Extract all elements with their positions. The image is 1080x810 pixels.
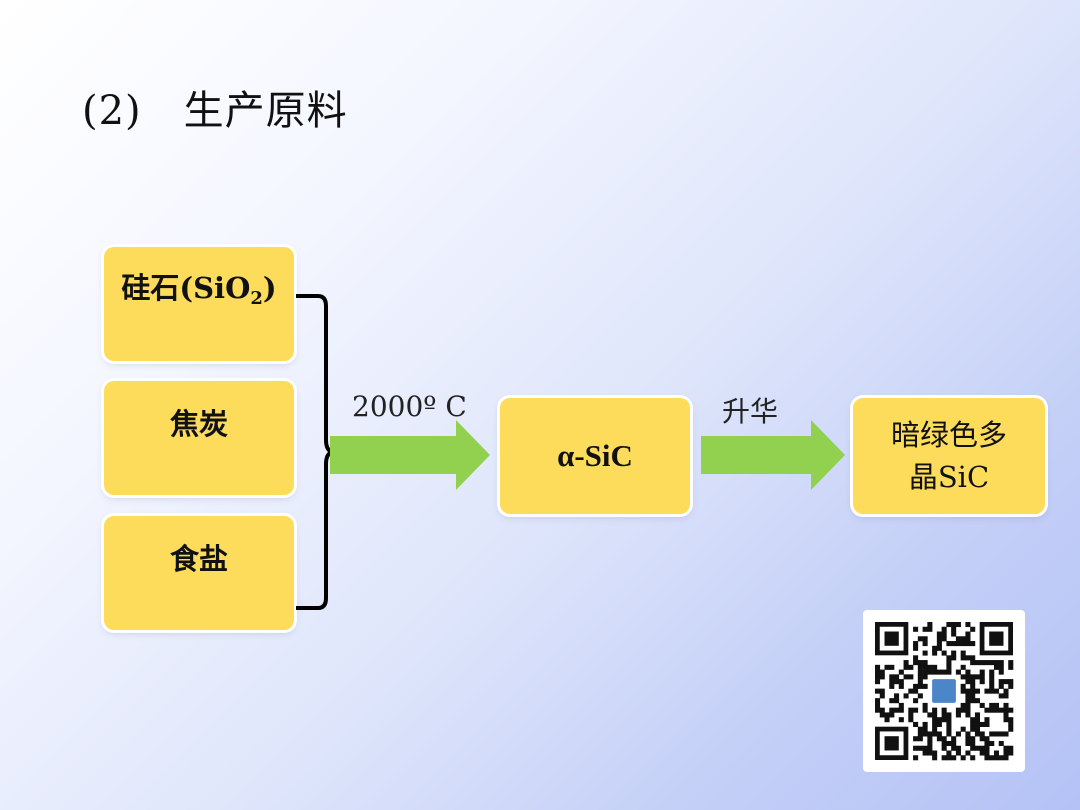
sublimation-label: 升华 (722, 395, 779, 428)
arrow-heating (330, 420, 490, 490)
intermediate-alpha-sic: α-SiC (500, 398, 690, 514)
heating-condition-label: 2000º C (352, 390, 467, 423)
raw-material-coke: 焦炭 (104, 381, 294, 495)
raw-material-silica: 硅石(SiO2) (104, 247, 294, 361)
slide-title: (2) 生产原料 (82, 78, 348, 136)
qr-code-icon (863, 610, 1025, 772)
coke-label: 焦炭 (169, 407, 228, 441)
product-label-line2: 晶SiC (908, 460, 990, 494)
silica-label: 硅石(SiO2) (121, 271, 277, 309)
alpha-sic-label: α-SiC (557, 438, 633, 473)
product-label: 暗绿色多 晶SiC (891, 414, 1007, 498)
product-label-line1: 暗绿色多 (890, 417, 1007, 452)
salt-label: 食盐 (169, 542, 228, 576)
product-dark-green-polycrystalline-sic: 暗绿色多 晶SiC (853, 398, 1045, 514)
qr-logo (932, 679, 956, 703)
arrow-sublimation (701, 420, 845, 490)
qr-code-graphic (875, 622, 1014, 761)
section-number: (2) (82, 88, 142, 134)
section-heading: 生产原料 (183, 88, 348, 134)
raw-material-salt: 食盐 (104, 516, 294, 630)
